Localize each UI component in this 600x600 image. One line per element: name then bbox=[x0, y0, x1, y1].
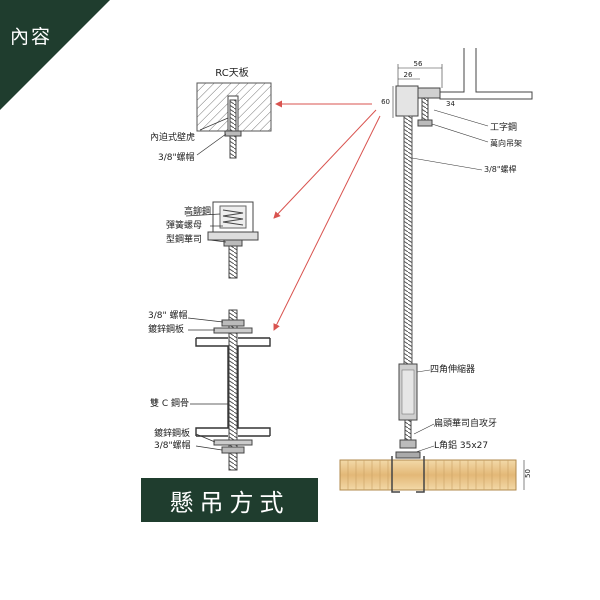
bottom-nut bbox=[221, 446, 245, 454]
dim-26: 26 bbox=[404, 71, 413, 79]
washer bbox=[223, 239, 243, 247]
clamp-bolt bbox=[421, 97, 429, 121]
main-rod: 3/8"螺桿 bbox=[403, 115, 517, 367]
anchor-nut bbox=[224, 130, 242, 137]
label-spring-nut: 彈簧螺母 bbox=[166, 219, 202, 231]
c-channel-lip bbox=[207, 231, 259, 241]
rod-mid bbox=[228, 245, 238, 279]
pointer-arrows bbox=[273, 100, 381, 331]
corner-label: 內容 bbox=[10, 26, 53, 48]
clamp-nut bbox=[417, 119, 433, 127]
threaded-rod bbox=[403, 115, 413, 367]
label-zinc-plate-top: 鍍鋅鋼板 bbox=[148, 323, 184, 335]
i-beam bbox=[439, 48, 533, 100]
ibeam-assembly: 56 26 34 60 工字鋼 萬向吊架 bbox=[381, 48, 533, 148]
label-angle: L角鋁 35x27 bbox=[434, 439, 488, 451]
anchor-rod bbox=[229, 99, 237, 159]
angle-right bbox=[416, 456, 425, 493]
label-screw: 扁頭華司自攻牙 bbox=[434, 417, 497, 429]
dim-60: 60 bbox=[381, 98, 390, 106]
top-plate bbox=[213, 327, 253, 334]
spring bbox=[222, 209, 244, 226]
dim-56: 56 bbox=[414, 60, 423, 68]
ceiling-panel: 50 bbox=[339, 451, 532, 493]
label-spring-steel: 高鉚鋼 bbox=[184, 205, 211, 217]
top-nut bbox=[221, 319, 245, 327]
label-nut-bottom: 3/8"螺帽 bbox=[154, 439, 191, 451]
label-nut-top: 3/8"螺帽 bbox=[158, 151, 195, 163]
section-title: 懸吊方式 bbox=[141, 478, 318, 522]
clamp-jaw bbox=[417, 87, 441, 99]
label-turnbuckle: 四角伸縮器 bbox=[430, 363, 475, 375]
rc-slab-detail: RC天板 內迫式壁虎 3/8"螺帽 bbox=[150, 66, 272, 163]
double-c-detail: 3/8" 螺帽 鍍鋅鋼板 雙 C 鋼骨 鍍鋅鋼板 3/8"螺帽 bbox=[148, 309, 271, 471]
corner-tab bbox=[0, 0, 110, 110]
label-rc-slab: RC天板 bbox=[215, 66, 248, 79]
dim-50: 50 bbox=[524, 469, 532, 478]
clamp-body bbox=[395, 85, 419, 117]
label-double-c: 雙 C 鋼骨 bbox=[150, 397, 189, 409]
turnbuckle: 四角伸縮器 扁頭華司自攻牙 L角鋁 35x27 bbox=[398, 363, 497, 453]
c-channel-right bbox=[237, 338, 271, 436]
label-anchor: 內迫式壁虎 bbox=[150, 131, 195, 143]
dim-34: 34 bbox=[446, 100, 455, 108]
rod-c bbox=[228, 309, 238, 471]
label-nut-c: 3/8" 螺帽 bbox=[148, 309, 188, 321]
bottom-plate bbox=[213, 439, 253, 446]
label-rod: 3/8"螺桿 bbox=[484, 164, 517, 174]
label-i-beam: 工字鋼 bbox=[490, 121, 517, 133]
angle-left bbox=[391, 456, 400, 493]
c-channel-left bbox=[195, 338, 229, 436]
label-washer-type: 型鋼華司 bbox=[166, 233, 202, 245]
label-clamp: 萬向吊架 bbox=[490, 138, 522, 148]
label-zinc-plate-bottom: 鍍鋅鋼板 bbox=[154, 427, 190, 439]
spring-nut-detail: 高鉚鋼 彈簧螺母 型鋼華司 bbox=[166, 201, 259, 279]
panel-bracket bbox=[395, 451, 421, 459]
